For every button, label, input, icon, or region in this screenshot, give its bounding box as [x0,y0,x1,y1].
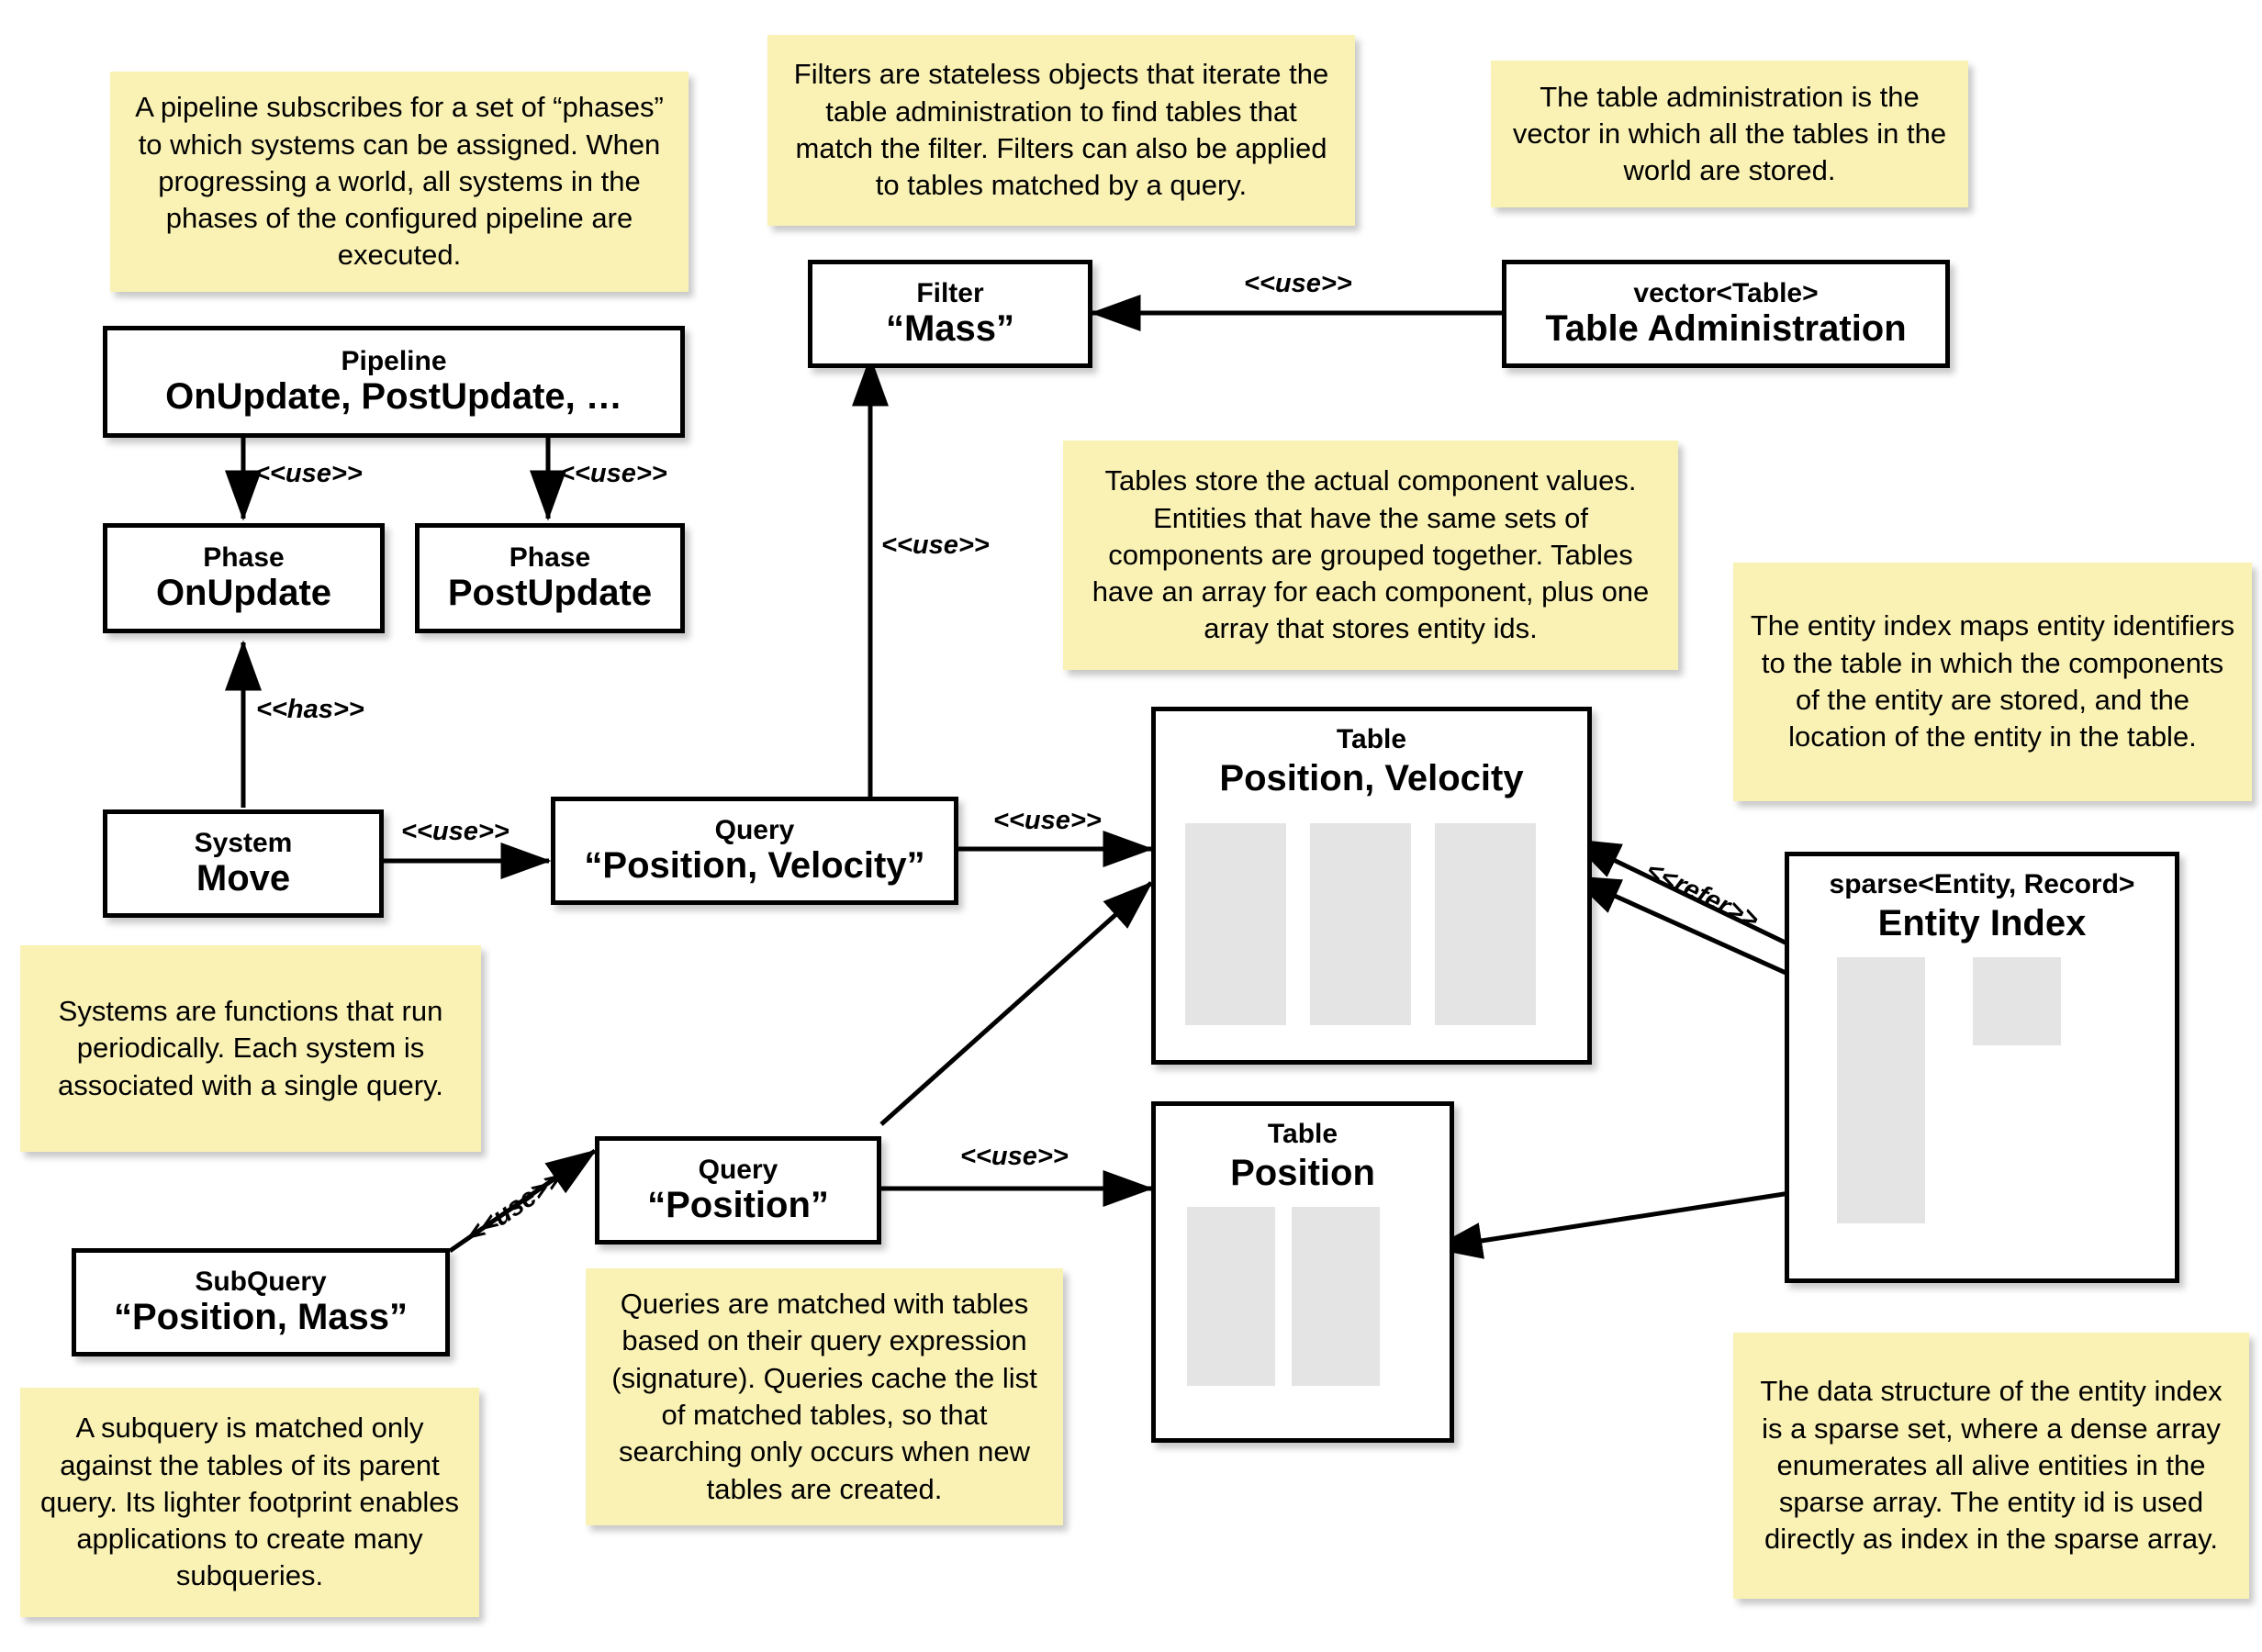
note-entity-index: The entity index maps entity identifiers… [1733,563,2252,801]
table-column-entity-ids [1435,823,1536,1025]
edge-label-system-has-phase: <<has>> [256,695,364,724]
note-pipeline: A pipeline subscribes for a set of “phas… [110,72,689,292]
box-pipeline[interactable]: Pipeline OnUpdate, PostUpdate, … [103,326,685,438]
entity-index-dense-array [1973,957,2061,1045]
box-query-position-name: “Position” [647,1185,829,1226]
edge-query-p-uses-table-pv [879,881,1153,1126]
table-position-stereotype: Table [1267,1119,1338,1149]
box-table-position-velocity[interactable]: Table Position, Velocity [1151,707,1592,1065]
box-query-position-stereotype: Query [698,1155,778,1186]
box-filter-mass-name: “Mass” [885,308,1015,350]
note-subquery: A subquery is matched only against the t… [20,1388,479,1617]
box-subquery-position-mass-stereotype: SubQuery [195,1267,327,1298]
note-systems: Systems are functions that run periodica… [20,945,481,1152]
box-system-move[interactable]: System Move [103,809,384,918]
edge-label-pipeline-to-onupdate: <<use>> [254,459,363,488]
edge-label-entity-index-refer: <<refer>> [1641,855,1764,935]
box-query-position[interactable]: Query “Position” [595,1136,881,1245]
box-subquery-position-mass[interactable]: SubQuery “Position, Mass” [72,1248,450,1356]
edge-label-system-uses-query: <<use>> [401,817,510,846]
edge-label-query-uses-filter: <<use>> [881,530,990,560]
box-system-move-stereotype: System [194,828,293,859]
edge-label-pipeline-to-postupdate: <<use>> [559,459,667,488]
note-filter: Filters are stateless objects that itera… [767,35,1355,226]
edge-label-query-p-uses-table: <<use>> [960,1142,1069,1171]
box-phase-postupdate-stereotype: Phase [509,542,591,574]
edge-label-admin-uses-filter: <<use>> [1244,269,1352,298]
table-position-column-1 [1187,1207,1275,1386]
edge-label-query-pv-uses-table: <<use>> [993,806,1102,835]
box-phase-onupdate-name: OnUpdate [155,573,332,614]
box-pipeline-name: OnUpdate, PostUpdate, … [165,376,622,418]
entity-index-header: sparse<Entity, Record> Entity Index [1789,856,2175,945]
table-position-name: Position [1230,1152,1375,1193]
box-table-position[interactable]: Table Position [1151,1101,1454,1443]
entity-index-sparse-array [1837,957,1925,1223]
box-query-position-velocity-name: “Position, Velocity” [584,845,925,887]
box-entity-index[interactable]: sparse<Entity, Record> Entity Index [1785,852,2179,1283]
box-system-move-name: Move [196,858,291,899]
box-filter-mass[interactable]: Filter “Mass” [808,260,1092,368]
table-position-velocity-stereotype: Table [1336,724,1407,754]
table-position-header: Table Position [1156,1106,1450,1195]
box-phase-postupdate-name: PostUpdate [447,573,653,614]
box-filter-mass-stereotype: Filter [916,278,984,309]
note-table-administration: The table administration is the vector i… [1491,61,1968,207]
box-query-position-velocity[interactable]: Query “Position, Velocity” [551,797,958,905]
table-column-2 [1310,823,1411,1025]
box-table-administration[interactable]: vector<Table> Table Administration [1502,260,1950,368]
box-query-position-velocity-stereotype: Query [714,815,795,846]
note-tables: Tables store the actual component values… [1063,441,1678,670]
box-phase-onupdate[interactable]: Phase OnUpdate [103,523,385,633]
entity-index-name: Entity Index [1877,902,2087,943]
entity-index-stereotype: sparse<Entity, Record> [1829,869,2135,899]
table-column-1 [1185,823,1286,1025]
box-pipeline-stereotype: Pipeline [341,346,447,377]
box-phase-onupdate-stereotype: Phase [203,542,285,574]
table-position-column-entity-ids [1292,1207,1380,1386]
box-table-administration-name: Table Administration [1545,308,1907,350]
table-position-velocity-header: Table Position, Velocity [1156,711,1587,800]
edge-label-subquery-uses-query: <<use>> [462,1165,568,1250]
note-sparse-set: The data structure of the entity index i… [1733,1333,2249,1599]
table-position-velocity-name: Position, Velocity [1219,757,1524,798]
note-queries: Queries are matched with tables based on… [586,1268,1063,1525]
box-table-administration-stereotype: vector<Table> [1633,278,1819,309]
box-phase-postupdate[interactable]: Phase PostUpdate [415,523,685,633]
box-subquery-position-mass-name: “Position, Mass” [113,1297,409,1338]
